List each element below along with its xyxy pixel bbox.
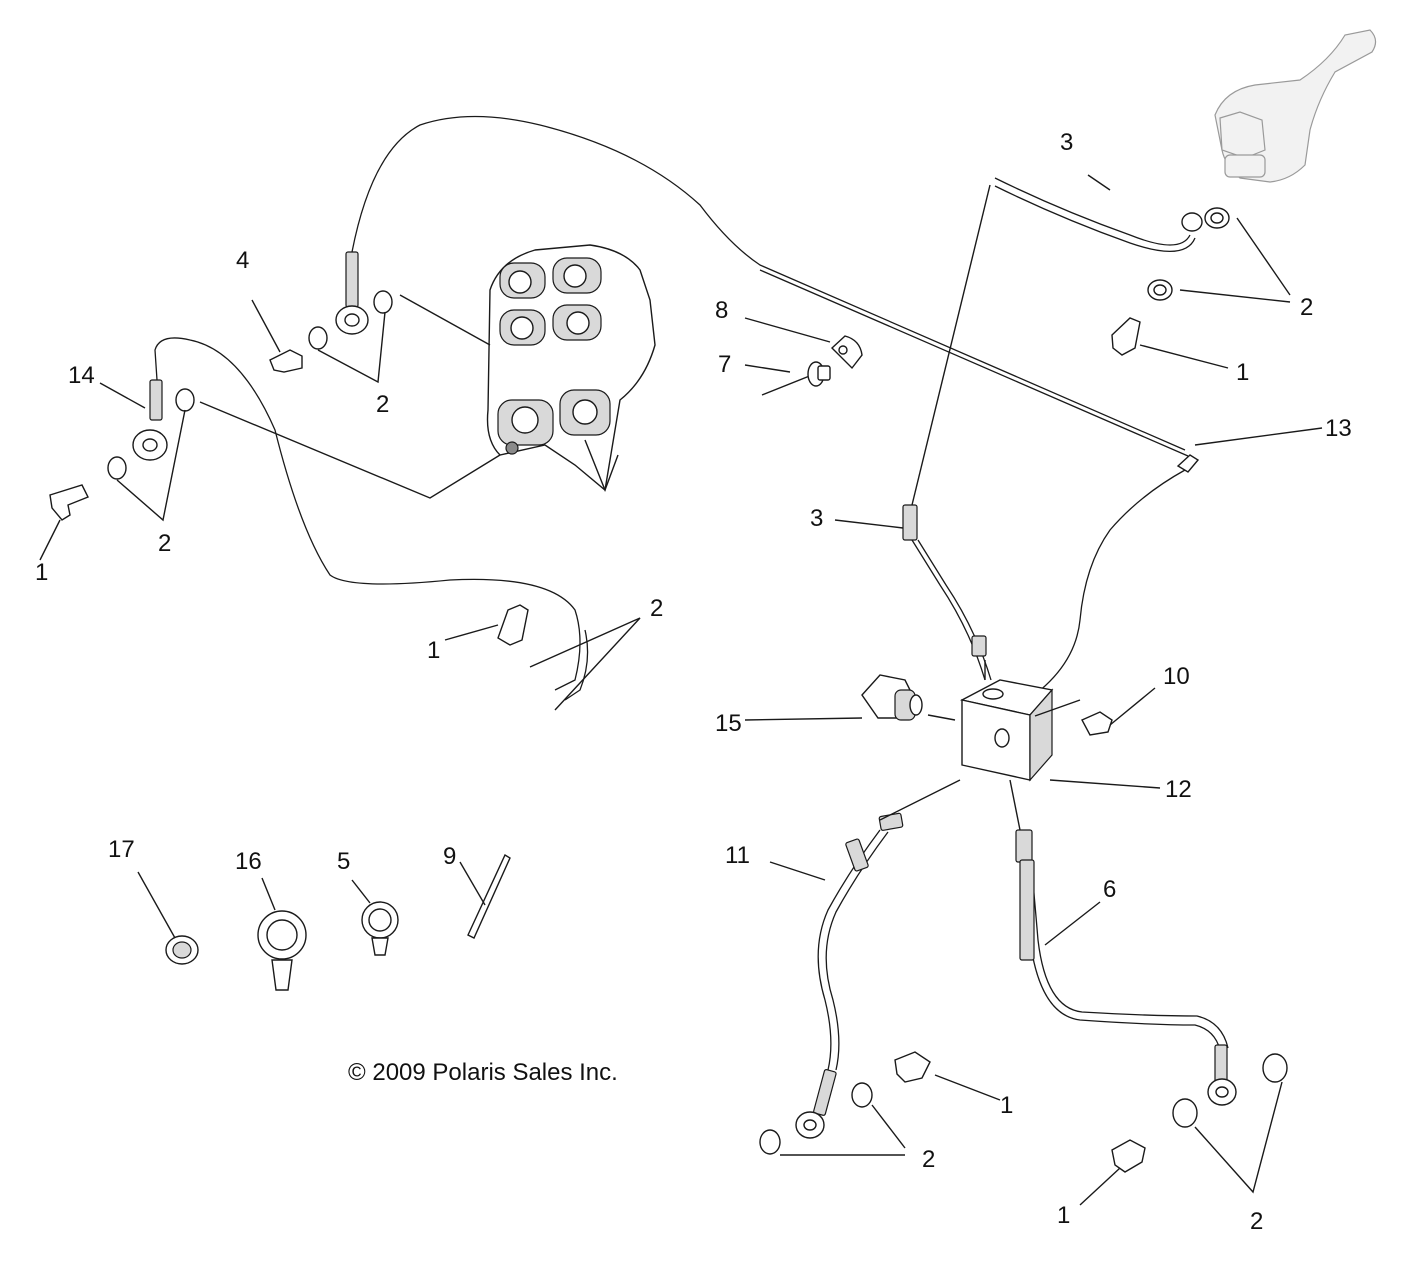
washer (175, 388, 195, 412)
callout-15: 15 (715, 710, 742, 737)
banjo-bolt (1111, 317, 1141, 356)
junction-block-12 (959, 679, 1054, 782)
callout-1-left: 1 (35, 559, 48, 586)
callout-10: 10 (1163, 663, 1190, 690)
callout-7: 7 (718, 351, 731, 378)
bleeder-valve-4 (269, 349, 303, 373)
callout-1-bottom-right: 1 (1057, 1202, 1070, 1229)
washer (1153, 284, 1167, 296)
washer (308, 326, 328, 350)
washer (373, 290, 393, 314)
washer (107, 456, 127, 480)
callout-14: 14 (68, 362, 95, 389)
brake-hose-11 (817, 829, 881, 1071)
hose-clip-16 (257, 910, 307, 991)
line-clamp-8 (830, 335, 863, 370)
grommet-17 (165, 935, 199, 965)
callout-5: 5 (337, 848, 350, 875)
leader-lines (39, 174, 1323, 1206)
washer (1172, 1098, 1198, 1128)
callout-11: 11 (725, 842, 750, 869)
brake-caliper (486, 244, 656, 492)
callout-9: 9 (443, 843, 456, 870)
callout-1-mid: 1 (427, 637, 440, 664)
line-fitting (902, 504, 918, 541)
washer (759, 1129, 781, 1155)
callout-2-master-a: 2 (1300, 294, 1313, 321)
cable-tie-9 (467, 853, 511, 939)
banjo-bolt (497, 604, 529, 646)
hose-clip-5 (361, 901, 399, 956)
brake-light-switch-15 (861, 674, 923, 721)
callout-2-bottom-right: 2 (1250, 1208, 1263, 1235)
brake-line-master (994, 177, 1191, 246)
callout-4: 4 (236, 247, 249, 274)
callout-8: 8 (715, 297, 728, 324)
banjo-fitting-upper (335, 251, 369, 335)
callout-17: 17 (108, 836, 135, 863)
line-fitting-13 (1176, 454, 1200, 473)
washer (851, 1082, 873, 1108)
callout-2-mid: 2 (650, 595, 663, 622)
banjo-fitting-bottom-right (1207, 1044, 1237, 1106)
bleeder-screw-10 (1081, 711, 1113, 736)
banjo-bolt (894, 1051, 931, 1083)
callout-16: 16 (235, 848, 262, 875)
callout-2-caliper-top: 2 (376, 391, 389, 418)
washer (1262, 1053, 1288, 1083)
banjo-fitting-bottom-left (795, 1069, 837, 1139)
rivet-7 (761, 361, 831, 396)
callout-1-master: 1 (1236, 359, 1249, 386)
callout-2-bottom-left: 2 (922, 1146, 935, 1173)
callout-3-mid: 3 (810, 505, 823, 532)
copyright-notice: © 2009 Polaris Sales Inc. (348, 1059, 618, 1086)
banjo-eye (1181, 212, 1203, 232)
callout-13: 13 (1325, 415, 1352, 442)
callout-12: 12 (1165, 776, 1192, 803)
callout-1-bottom-mid: 1 (1000, 1092, 1013, 1119)
banjo-bolt (49, 484, 89, 521)
banjo-fitting-14 (132, 379, 168, 461)
callout-6: 6 (1103, 876, 1116, 903)
banjo-bolt (1111, 1139, 1146, 1173)
brake-line-long (351, 115, 1186, 451)
brake-hose-left (154, 337, 581, 691)
washer (1210, 212, 1224, 224)
callout-3-top: 3 (1060, 129, 1073, 156)
callout-2-caliper-left: 2 (158, 530, 171, 557)
master-cylinder (1214, 29, 1377, 183)
